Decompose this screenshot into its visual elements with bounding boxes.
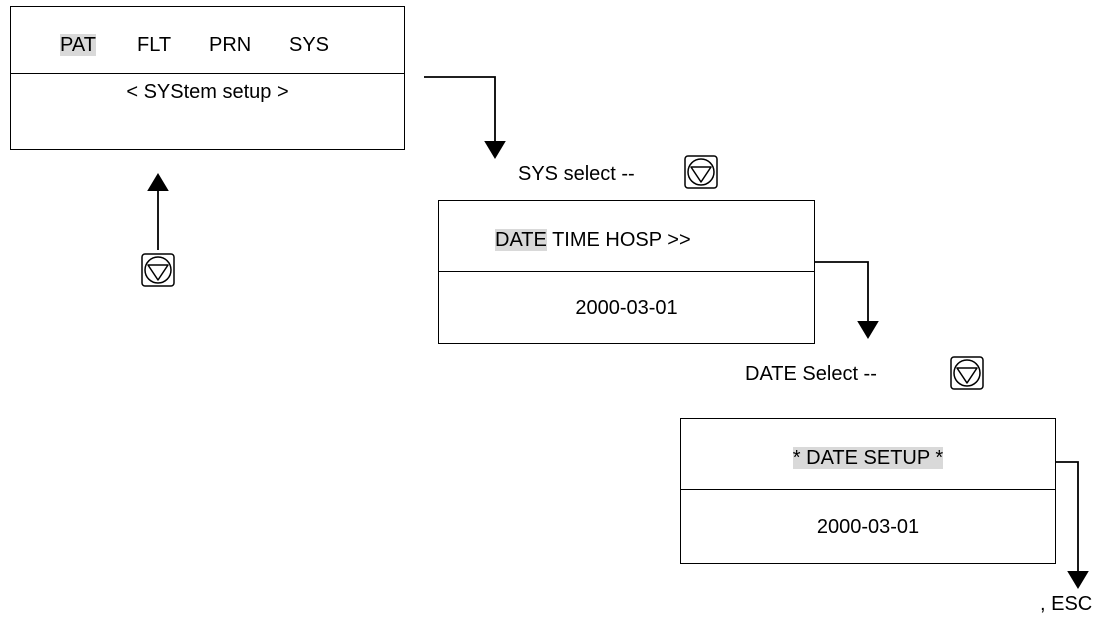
screen1-subtitle: < SYStem setup > xyxy=(126,81,289,103)
menu-item-pat[interactable]: PAT xyxy=(60,33,96,57)
sys-select-label: SYS select -- xyxy=(518,163,635,185)
screen-date-setup xyxy=(680,418,1056,564)
screen-divider xyxy=(11,73,404,74)
down-triangle-key-icon xyxy=(684,155,718,189)
esc-label: , ESC xyxy=(1040,593,1093,615)
down-key-button[interactable] xyxy=(141,253,175,287)
date-setup-title-wrap: * DATE SETUP * xyxy=(680,446,1056,470)
sys-menu-row: DATE TIME HOSP >> xyxy=(495,228,691,252)
down-triangle-key-icon xyxy=(141,253,175,287)
screen-sys-menu xyxy=(438,200,815,344)
screen2-date-value: 2000-03-01 xyxy=(575,297,678,319)
menu-item-prn[interactable]: PRN xyxy=(209,34,252,56)
menu-item-sys[interactable]: SYS xyxy=(289,34,330,56)
arrow-screen1-to-sys-select xyxy=(424,76,506,159)
sys-select-key-button[interactable] xyxy=(684,155,718,189)
menu-items-rest[interactable]: TIME HOSP >> xyxy=(552,229,691,251)
menu-item-pat-label: PAT xyxy=(60,34,96,56)
screen-divider xyxy=(439,271,814,272)
down-triangle-key-icon xyxy=(950,356,984,390)
menu-item-flt[interactable]: FLT xyxy=(137,34,172,56)
date-select-key-button[interactable] xyxy=(950,356,984,390)
screen-divider xyxy=(681,489,1055,490)
date-setup-title: * DATE SETUP * xyxy=(792,447,944,469)
date-select-label: DATE Select -- xyxy=(745,363,877,385)
screen3-date-value[interactable]: 2000-03-01 xyxy=(816,516,920,538)
screen-main-menu xyxy=(10,6,405,150)
menu-item-date[interactable]: DATE xyxy=(495,229,547,251)
